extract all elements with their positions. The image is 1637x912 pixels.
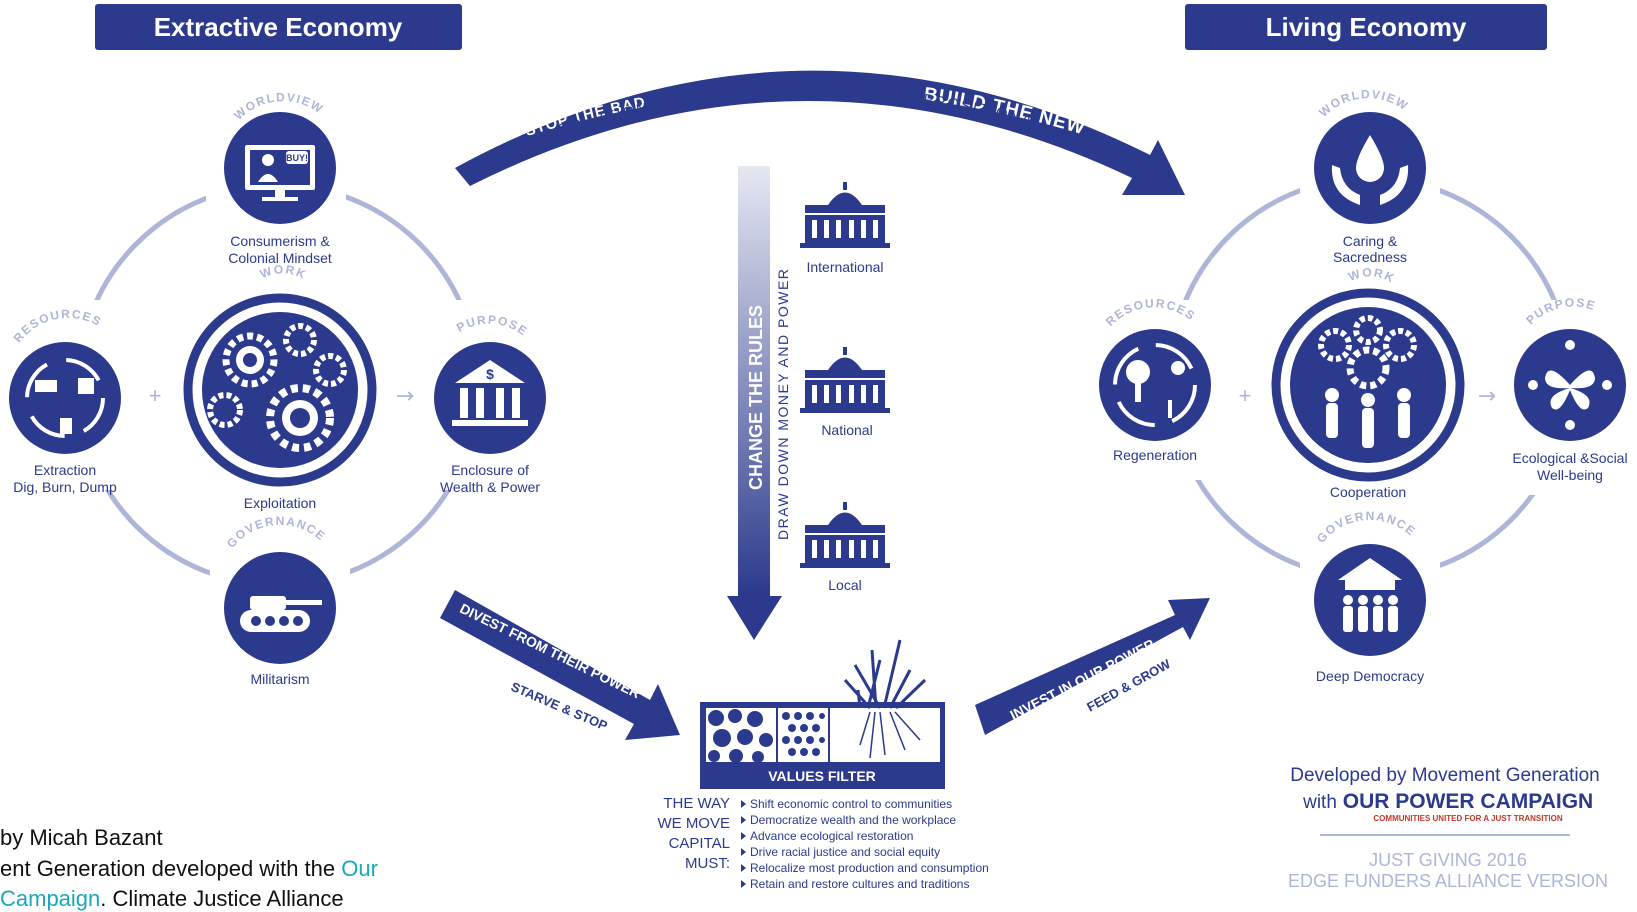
living-work-tag: WORK	[1347, 265, 1396, 285]
caption-line-2: ent Generation developed with the Our	[0, 856, 378, 882]
caption-line-3: Campaign. Climate Justice Alliance	[0, 886, 344, 912]
capital-list: Shift economic control to communities De…	[741, 797, 989, 891]
caring-label-2: Sacredness	[1333, 249, 1407, 265]
rules-arrow-head	[727, 596, 782, 640]
capitol-international-icon	[800, 182, 890, 248]
capital-item: Relocalize most production and consumpti…	[750, 861, 989, 875]
exploitation-label: Exploitation	[244, 495, 316, 511]
change-rules-subtitle: DRAW DOWN MONEY AND POWER	[775, 268, 791, 540]
capitol-national-icon	[800, 347, 890, 413]
regeneration-label: Regeneration	[1113, 447, 1197, 463]
national-label: National	[821, 422, 872, 438]
extractive-header-box	[95, 4, 462, 50]
capital-item: Shift economic control to communities	[750, 797, 952, 811]
capital-heading-1: THE WAY	[663, 795, 730, 812]
capital-item: Drive racial justice and social equity	[750, 845, 940, 859]
extractive-header: Extractive Economy	[154, 12, 403, 42]
wellbeing-label-2: Well-being	[1537, 467, 1603, 483]
divest-label: DIVEST FROM THEIR POWER	[457, 600, 642, 701]
capital-item: Retain and restore cultures and traditio…	[750, 877, 969, 891]
change-rules-title: CHANGE THE RULES	[746, 305, 766, 490]
extractive-work-tag-wrap: WORK	[258, 262, 309, 282]
capital-item: Democratize wealth and the workplace	[750, 813, 956, 827]
svg-text:$: $	[486, 366, 494, 382]
bank-icon	[434, 342, 546, 454]
extraction-label-2: Dig, Burn, Dump	[13, 479, 117, 495]
local-label: Local	[828, 577, 861, 593]
extraction-label-1: Extraction	[34, 462, 96, 478]
invest-arrow	[975, 598, 1210, 735]
cooperation-ring-icon	[1271, 288, 1465, 482]
version-line-1: JUST GIVING 2016	[1369, 850, 1527, 870]
capital-heading: THE WAY WE MOVE CAPITAL MUST:	[657, 795, 730, 872]
enclosure-label-1: Enclosure of	[451, 462, 529, 478]
divest-text-wrap: DIVEST FROM THEIR POWER	[457, 600, 642, 701]
wellbeing-label-1: Ecological &Social	[1512, 450, 1627, 466]
values-filter-label: VALUES FILTER	[768, 768, 876, 784]
caption-link-campaign[interactable]: Campaign	[0, 886, 101, 911]
living-header-box	[1185, 4, 1547, 50]
version-line-2: EDGE FUNDERS ALLIANCE VERSION	[1288, 871, 1608, 891]
capitol-local-icon	[800, 502, 890, 568]
consumerism-label-2: Colonial Mindset	[228, 250, 332, 266]
international-label: International	[806, 259, 883, 275]
exploitation-ring-icon	[183, 293, 377, 487]
credits-with: with	[1302, 792, 1337, 813]
caption-line-3-text: . Climate Justice Alliance	[100, 886, 344, 911]
deep-democracy-label: Deep Democracy	[1316, 668, 1424, 684]
caption-line-2-text: ent Generation developed with the	[0, 856, 342, 881]
consumerism-label-1: Consumerism &	[230, 233, 330, 249]
credits-divider	[1320, 834, 1570, 836]
left-arrow-symbol: →	[396, 384, 414, 409]
caption-line-1: by Micah Bazant	[0, 825, 163, 850]
right-arrow-symbol: →	[1478, 384, 1496, 409]
living-work-tag-wrap: WORK	[1347, 265, 1398, 285]
cooperation-label: Cooperation	[1330, 484, 1406, 500]
credits-line: Developed by Movement Generation	[1290, 765, 1599, 786]
capital-item: Advance ecological restoration	[750, 829, 913, 843]
values-filter-graphic: VALUES FILTER	[700, 639, 945, 789]
top-arrow	[455, 70, 1185, 195]
militarism-label: Militarism	[250, 671, 309, 687]
living-header: Living Economy	[1266, 12, 1467, 42]
our-power-campaign-subtitle: COMMUNITIES UNITED FOR A JUST TRANSITION	[1373, 814, 1562, 823]
left-plus-symbol: +	[149, 383, 162, 408]
our-power-campaign-logo: OUR POWER CAMPAIGN	[1343, 790, 1593, 813]
buy-bubble: BUY!	[286, 153, 308, 163]
rules-arrow-shaft	[738, 166, 770, 596]
enclosure-label-2: Wealth & Power	[440, 479, 540, 495]
caption-link-our[interactable]: Our	[341, 856, 378, 881]
capital-heading-4: MUST:	[685, 855, 730, 872]
divest-arrow	[440, 590, 680, 740]
right-plus-symbol: +	[1239, 383, 1252, 408]
extractive-work-tag: WORK	[258, 262, 308, 282]
capital-heading-3: CAPITAL	[669, 835, 730, 852]
caring-label-1: Caring &	[1343, 233, 1398, 249]
capital-heading-2: WE MOVE	[657, 815, 730, 832]
